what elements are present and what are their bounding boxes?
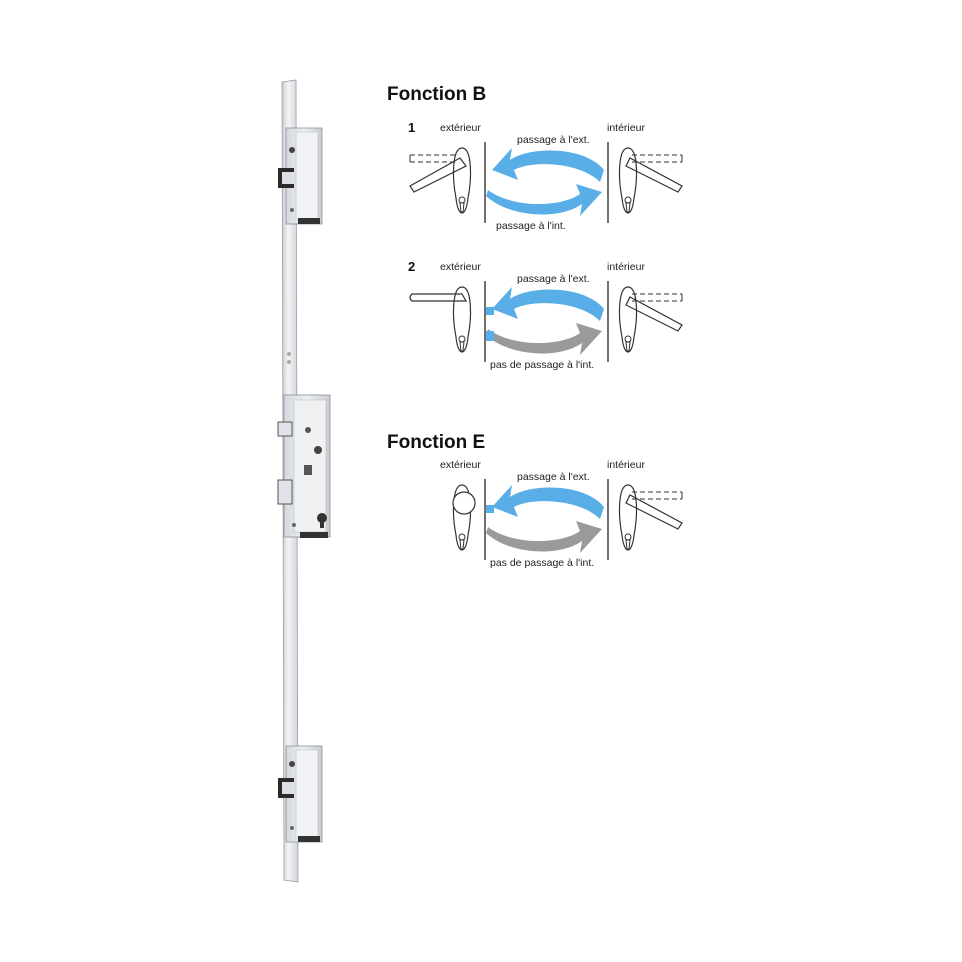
top-lock-case (278, 127, 323, 225)
diagram-number: 2 (408, 259, 416, 274)
right-escutcheon (618, 147, 638, 214)
label-arrow-bottom: passage à l'int. (496, 220, 566, 232)
label-interior: intérieur (607, 261, 645, 273)
right-lever-handle (625, 157, 683, 193)
diagram-b2: 2 extérieur intérieur passage à l'ext. p… (400, 257, 700, 387)
main-lock-case (277, 394, 331, 538)
diagram-b1: 1 extérieur intérieur passage à l'ext. p… (400, 118, 700, 248)
arrow-no-pass-interior (486, 323, 602, 355)
section-title-b: Fonction B (387, 84, 487, 105)
arrow-no-pass-interior (486, 521, 602, 553)
section-title-e: Fonction E (387, 432, 486, 453)
label-arrow-top: passage à l'ext. (517, 273, 590, 285)
diagram-e-drawing (452, 479, 683, 560)
bottom-lock-case (278, 745, 323, 843)
arrow-pass-exterior (492, 148, 604, 182)
label-exterior: extérieur (440, 459, 481, 471)
arrow-pass-interior (486, 184, 602, 216)
left-lever-handle (409, 293, 468, 302)
left-lever-handle (409, 157, 467, 193)
label-exterior: extérieur (440, 261, 481, 273)
label-interior: intérieur (607, 122, 645, 134)
diagram-e: extérieur intérieur passage à l'ext. pas… (400, 455, 700, 585)
arrow-pass-exterior (492, 287, 604, 321)
left-escutcheon (452, 147, 472, 214)
left-knob-handle (452, 491, 476, 515)
right-lever-handle (625, 494, 683, 530)
label-interior: intérieur (607, 459, 645, 471)
label-arrow-bottom: pas de passage à l'int. (490, 359, 595, 371)
multipoint-lock-illustration (277, 79, 331, 883)
right-lever-handle (625, 296, 683, 332)
label-arrow-top: passage à l'ext. (517, 471, 590, 483)
diagram-b2-drawing (409, 281, 683, 362)
diagram-number: 1 (408, 120, 416, 135)
label-arrow-top: passage à l'ext. (517, 134, 590, 146)
arrow-pass-exterior (492, 485, 604, 519)
label-arrow-bottom: pas de passage à l'int. (490, 557, 595, 569)
label-exterior: extérieur (440, 122, 481, 134)
diagram-b1-drawing (409, 142, 683, 223)
